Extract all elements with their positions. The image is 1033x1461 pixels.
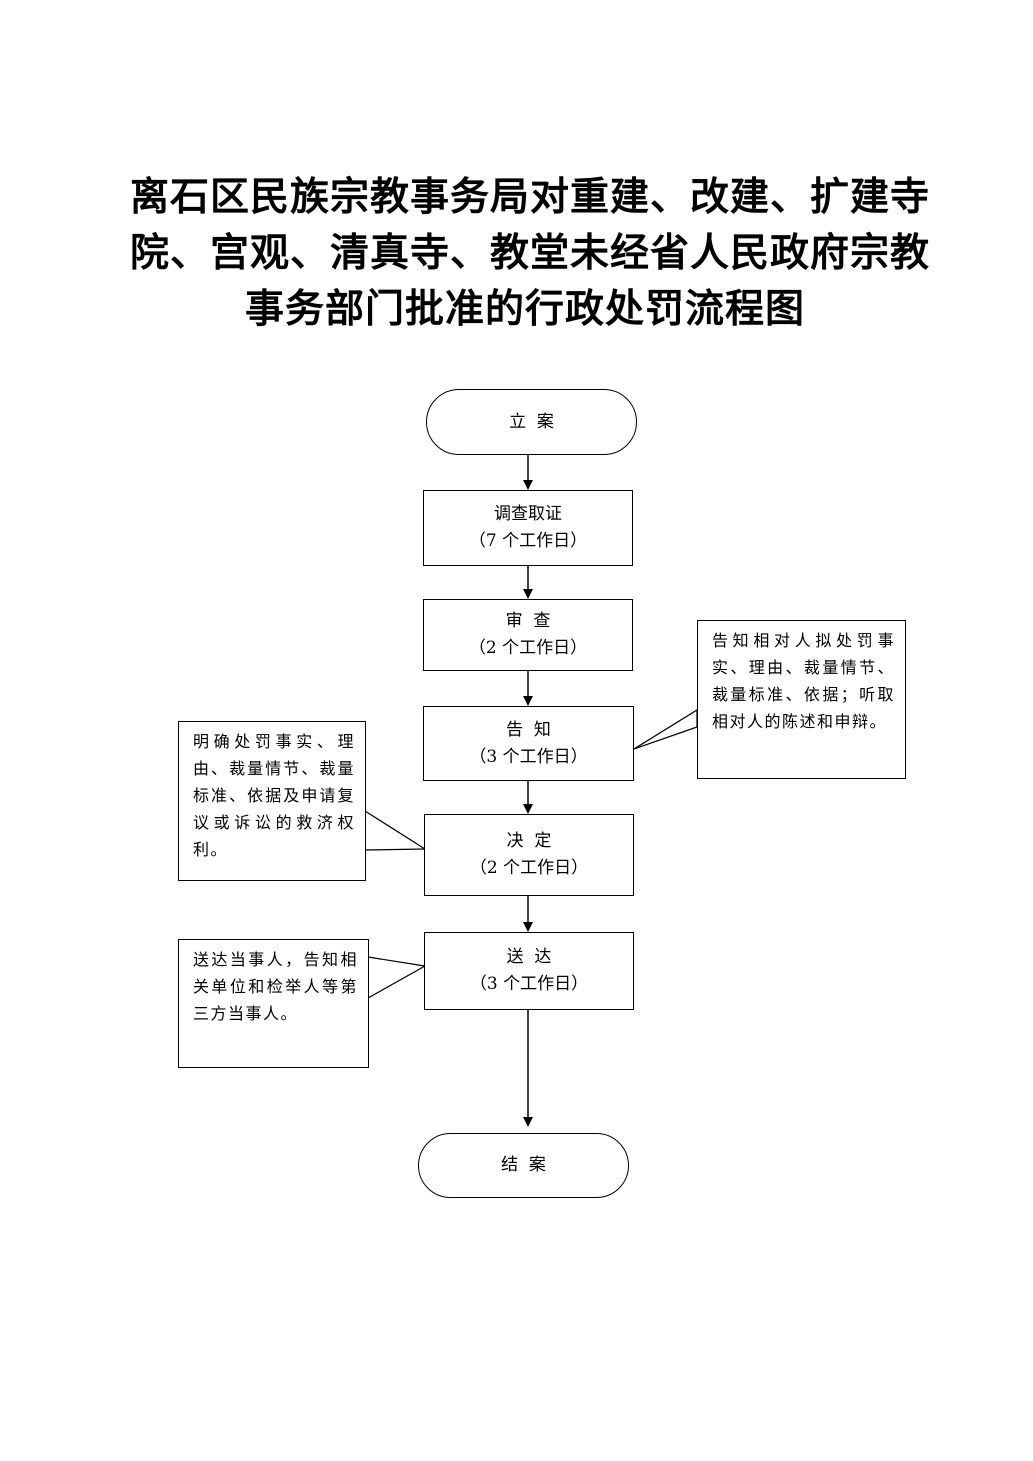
callout-decide-note xyxy=(364,809,426,850)
end-label: 结 案 xyxy=(501,1155,546,1175)
notify-note-text: 告知相对人拟处罚事实、理由、裁量情节、裁量标准、依据；听取相对人的陈述和申辩。 xyxy=(712,631,895,731)
notify-note: 告知相对人拟处罚事实、理由、裁量情节、裁量标准、依据；听取相对人的陈述和申辩。 xyxy=(697,620,906,779)
callout-notify-note xyxy=(633,708,698,750)
title-line-3: 事务部门批准的行政处罚流程图 xyxy=(244,287,805,332)
callout-deliver-note xyxy=(367,956,426,998)
investigate-label: 调查取证 xyxy=(494,504,562,524)
review-node: 审 查 （2 个工作日） xyxy=(423,599,633,671)
end-node: 结 案 xyxy=(418,1133,629,1198)
deliver-days: （3 个工作日） xyxy=(469,974,589,994)
deliver-note-text: 送达当事人，告知相关单位和检举人等第三方当事人。 xyxy=(193,950,358,1023)
notify-label: 告 知 xyxy=(506,719,551,740)
deliver-node: 送 达 （3 个工作日） xyxy=(424,932,634,1010)
investigate-node: 调查取证 （7 个工作日） xyxy=(423,490,633,566)
decide-note-text: 明确处罚事实、理由、裁量情节、裁量标准、依据及申请复议或诉讼的救济权利。 xyxy=(193,732,355,859)
callout-deliver-note-base xyxy=(367,965,426,999)
decide-days: （2 个工作日） xyxy=(469,858,589,878)
deliver-label: 送 达 xyxy=(506,947,552,967)
decide-note: 明确处罚事实、理由、裁量情节、裁量标准、依据及申请复议或诉讼的救济权利。 xyxy=(178,721,366,881)
start-label: 立 案 xyxy=(509,411,554,432)
decide-label: 决 定 xyxy=(506,831,552,851)
callout-notify-note-base xyxy=(633,726,698,750)
notify-node: 告 知 （3 个工作日） xyxy=(423,706,634,781)
start-node: 立 案 xyxy=(426,389,637,455)
deliver-note: 送达当事人，告知相关单位和检举人等第三方当事人。 xyxy=(178,939,369,1068)
review-label: 审 查 xyxy=(505,611,551,631)
review-days: （2 个工作日） xyxy=(468,638,588,658)
title-line-2: 院、宫观、清真寺、教堂未经省人民政府宗教 xyxy=(130,231,931,276)
callout-decide-note-base xyxy=(364,848,426,851)
title-line-1: 离石区民族宗教事务局对重建、改建、扩建寺 xyxy=(130,175,931,220)
investigate-days: （7 个工作日） xyxy=(468,531,588,551)
page-title: 离石区民族宗教事务局对重建、改建、扩建寺 院、宫观、清真寺、教堂未经省人民政府宗… xyxy=(130,170,931,338)
notify-days: （3 个工作日） xyxy=(469,746,588,767)
decide-node: 决 定 （2 个工作日） xyxy=(424,814,634,896)
